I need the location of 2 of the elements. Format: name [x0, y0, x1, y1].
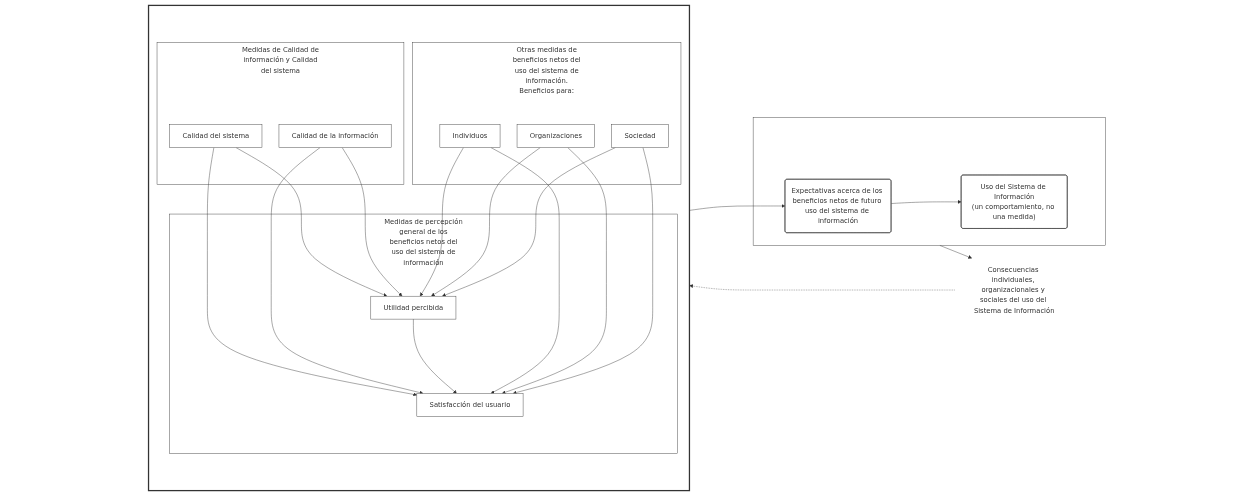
- cluster: [147, 4, 691, 492]
- cluster: [752, 117, 1106, 246]
